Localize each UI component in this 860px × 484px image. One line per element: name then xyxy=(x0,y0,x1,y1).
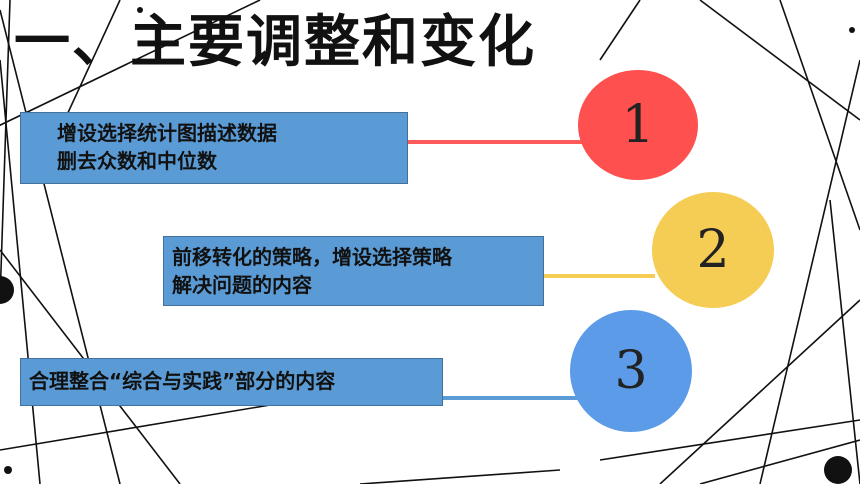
page-title: 一、主要调整和变化 xyxy=(14,9,536,75)
item-number-3: 3 xyxy=(614,341,648,401)
connector-line-2 xyxy=(543,274,655,278)
item-box-1: 增设选择统计图描述数据 删去众数和中位数 xyxy=(20,112,408,184)
item-number-2: 2 xyxy=(696,220,730,280)
connector-line-3 xyxy=(442,396,578,400)
item-number-circle-2: 2 xyxy=(652,192,774,308)
item-2-line-2: 解决问题的内容 xyxy=(172,273,312,297)
connector-line-1 xyxy=(408,140,588,144)
item-box-3: 合理整合“综合与实践”部分的内容 xyxy=(20,358,443,406)
item-1-line-1: 增设选择统计图描述数据 xyxy=(57,121,277,145)
item-number-1: 1 xyxy=(621,95,655,155)
item-number-circle-3: 3 xyxy=(570,310,692,432)
item-1-line-2: 删去众数和中位数 xyxy=(57,149,217,173)
item-box-2: 前移转化的策略，增设选择策略 解决问题的内容 xyxy=(163,236,544,306)
item-number-circle-1: 1 xyxy=(578,70,698,180)
item-2-line-1: 前移转化的策略，增设选择策略 xyxy=(172,245,452,269)
item-3-line-1: 合理整合“综合与实践”部分的内容 xyxy=(29,369,336,393)
